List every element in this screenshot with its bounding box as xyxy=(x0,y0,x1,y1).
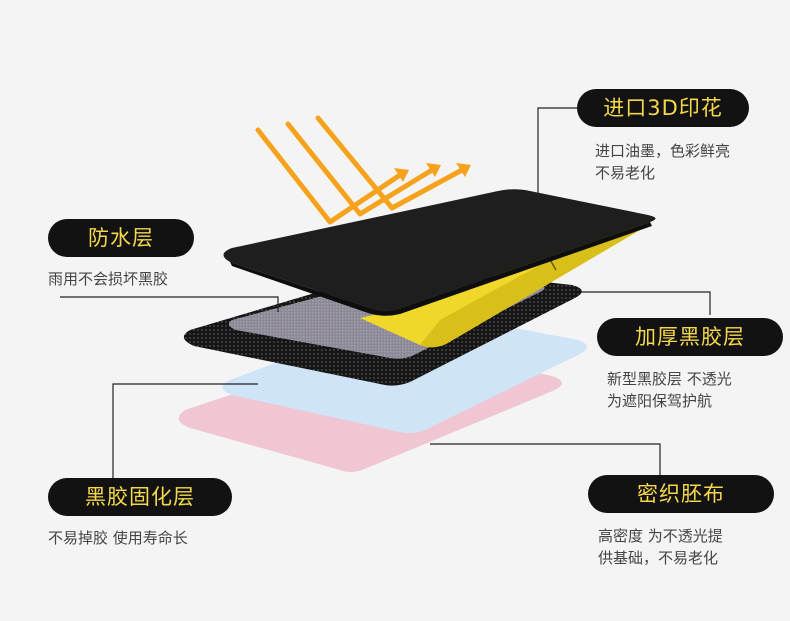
label-dense-fabric: 密织胚布 xyxy=(588,475,774,513)
top-print-layer xyxy=(223,189,656,311)
desc-3d-print-line1: 进口油墨，色彩鲜亮 xyxy=(595,142,731,160)
desc-thick-glue: 新型黑胶层 不透光 为遮阳保驾护航 xyxy=(607,368,732,412)
desc-glue-fix: 不易掉胶 使用寿命长 xyxy=(48,529,188,547)
label-thick-glue: 加厚黑胶层 xyxy=(597,318,783,356)
label-glue-fix: 黑胶固化层 xyxy=(48,478,232,516)
desc-thick-glue-line1: 新型黑胶层 不透光 xyxy=(607,370,732,388)
desc-3d-print-line2: 不易老化 xyxy=(595,164,656,182)
label-waterproof: 防水层 xyxy=(48,219,194,257)
light-reflection-arrows xyxy=(255,115,465,225)
desc-dense-fabric-line2: 供基础，不易老化 xyxy=(598,549,719,567)
desc-waterproof: 雨用不会损坏黑胶 xyxy=(48,270,169,288)
desc-thick-glue-line2: 为遮阳保驾护航 xyxy=(607,392,713,410)
label-3d-print: 进口3D印花 xyxy=(577,89,749,127)
desc-dense-fabric: 高密度 为不透光提 供基础，不易老化 xyxy=(598,525,723,569)
desc-3d-print: 进口油墨，色彩鲜亮 不易老化 xyxy=(595,140,730,184)
leader-lines xyxy=(60,107,711,480)
desc-dense-fabric-line1: 高密度 为不透光提 xyxy=(598,527,723,545)
